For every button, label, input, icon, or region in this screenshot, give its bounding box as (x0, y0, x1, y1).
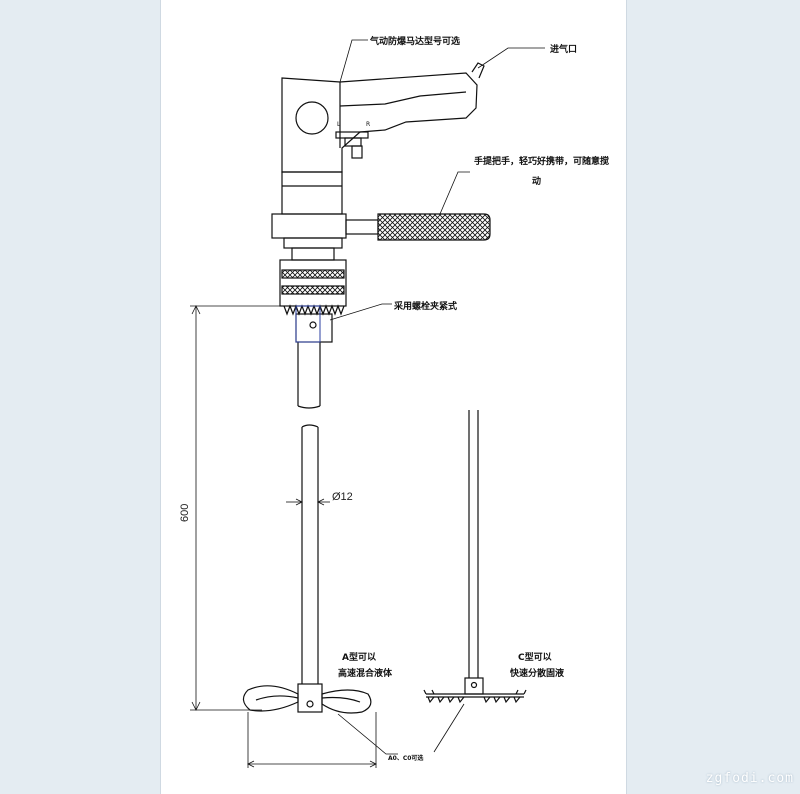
dimension-diameter: Ø12 (332, 491, 353, 503)
type-c-hub (464, 677, 484, 695)
label-handle-line1: 手提把手，轻巧好携带，可随意搅 (474, 155, 609, 167)
motor-housing (281, 72, 478, 173)
drawing-sheet (160, 0, 627, 794)
watermark: zgfodi.com (705, 771, 794, 786)
switch-lever (335, 131, 369, 139)
label-handle-line2: 动 (532, 176, 541, 187)
air-inlet-fitting (471, 62, 485, 79)
label-bottom-note: A0、C0可选 (388, 754, 423, 762)
switch-label-right: R (366, 121, 370, 128)
label-motor: 气动防爆马达型号可选 (369, 35, 460, 47)
motor-port-circle (295, 101, 329, 135)
propeller-hub (297, 683, 323, 713)
side-handle (377, 213, 491, 241)
propeller-blade-left (242, 685, 299, 712)
chuck-body (279, 259, 347, 307)
label-type-a-line1: A型可以 (342, 651, 376, 663)
label-chuck: 采用螺栓夹紧式 (393, 300, 457, 312)
label-type-a-line2: 高速混合液体 (338, 667, 393, 679)
handle-collar (271, 213, 347, 239)
switch-label-left: L (337, 121, 341, 128)
label-type-c-line1: C型可以 (518, 651, 552, 663)
propeller-blade-right (321, 689, 372, 714)
label-air-inlet: 进气口 (550, 43, 577, 55)
dimension-length: 600 (179, 504, 191, 522)
label-type-c-line2: 快速分散固液 (510, 667, 565, 679)
